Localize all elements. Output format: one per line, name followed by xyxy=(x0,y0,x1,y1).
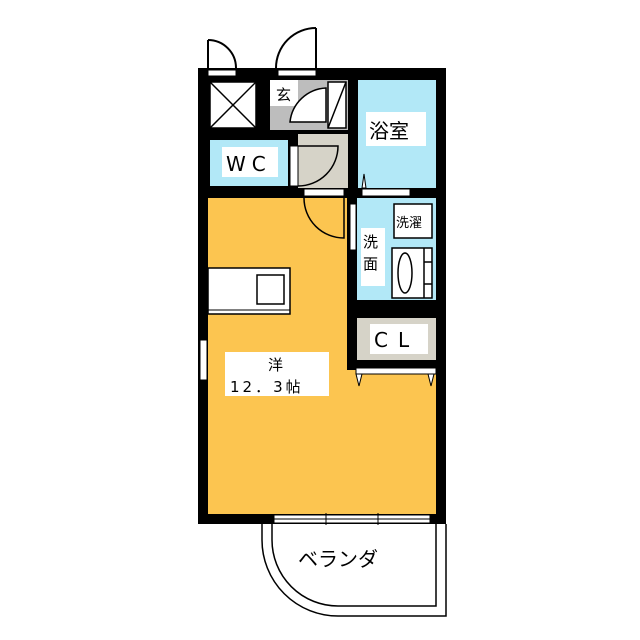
closet-label: CL xyxy=(374,328,419,352)
exterior-door-left xyxy=(207,39,237,69)
entrance-label: 玄 xyxy=(276,86,291,104)
kitchen-counter xyxy=(207,267,291,315)
laundry-space xyxy=(393,203,433,239)
storage-box xyxy=(209,81,257,129)
washroom-label-2: 面 xyxy=(363,255,378,273)
laundry-label: 洗濯 xyxy=(396,216,422,231)
entrance-inner-door xyxy=(289,81,347,129)
hall-storage xyxy=(298,134,348,188)
wash-basin xyxy=(391,247,433,299)
living-type-label: 洋 xyxy=(268,356,283,374)
living-size-label: 12．3帖 xyxy=(230,378,304,396)
toilet-label: WC xyxy=(226,152,272,176)
balcony xyxy=(261,524,447,617)
balcony-window xyxy=(273,513,431,525)
bath-label: 浴室 xyxy=(369,119,409,143)
washroom-label-1: 洗 xyxy=(363,233,378,251)
exterior-door-entrance xyxy=(275,27,317,69)
balcony-label: ベランダ xyxy=(298,547,378,571)
